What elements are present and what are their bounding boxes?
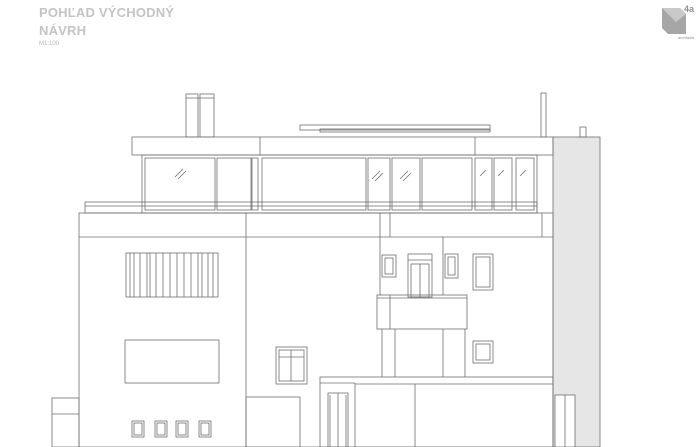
logo-text: architekti bbox=[677, 35, 694, 40]
attic-glazing bbox=[141, 154, 538, 214]
ground-extension bbox=[319, 376, 554, 447]
louvered-window bbox=[125, 252, 219, 298]
window bbox=[472, 340, 494, 364]
architect-logo-icon bbox=[662, 8, 686, 34]
logo-number: 4a bbox=[683, 4, 694, 14]
roof-slab bbox=[131, 136, 554, 156]
chimney bbox=[185, 93, 215, 138]
roof-skylight bbox=[299, 124, 491, 133]
left-wing bbox=[51, 397, 80, 447]
vent-pipe bbox=[540, 92, 587, 138]
terrace-railing bbox=[84, 201, 538, 214]
window bbox=[275, 346, 308, 385]
drawing-title: POHĽAD VÝCHODNÝ bbox=[39, 5, 175, 20]
drawing-subtitle: NÁVRH bbox=[39, 23, 87, 38]
right-volume bbox=[379, 237, 494, 298]
basement-windows bbox=[131, 420, 212, 438]
drawing-scale: M1:100 bbox=[39, 41, 60, 47]
wall-panel bbox=[124, 339, 220, 384]
balcony bbox=[376, 294, 468, 377]
studio-logo: 4a architekti bbox=[656, 4, 696, 44]
main-facade bbox=[78, 212, 554, 447]
